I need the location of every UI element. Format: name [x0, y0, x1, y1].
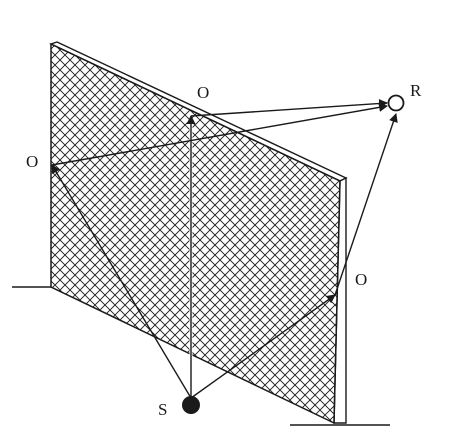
- obstacle-left-label: O: [26, 152, 38, 171]
- barrier-face: [50, 42, 341, 425]
- ray-source-to-left: [51, 164, 192, 399]
- receiver-point: [387, 94, 405, 112]
- ray-source-to-right: [190, 294, 336, 399]
- ray-top-to-receiver: [190, 99, 388, 117]
- source-point: [182, 396, 200, 414]
- obstacle-top-label: O: [197, 83, 209, 102]
- receiver-label: R: [410, 81, 422, 100]
- source-label: S: [158, 400, 167, 419]
- obstacle-right-label: O: [355, 270, 367, 289]
- ray-right-to-receiver: [334, 113, 398, 296]
- ray-left-to-receiver: [51, 102, 388, 166]
